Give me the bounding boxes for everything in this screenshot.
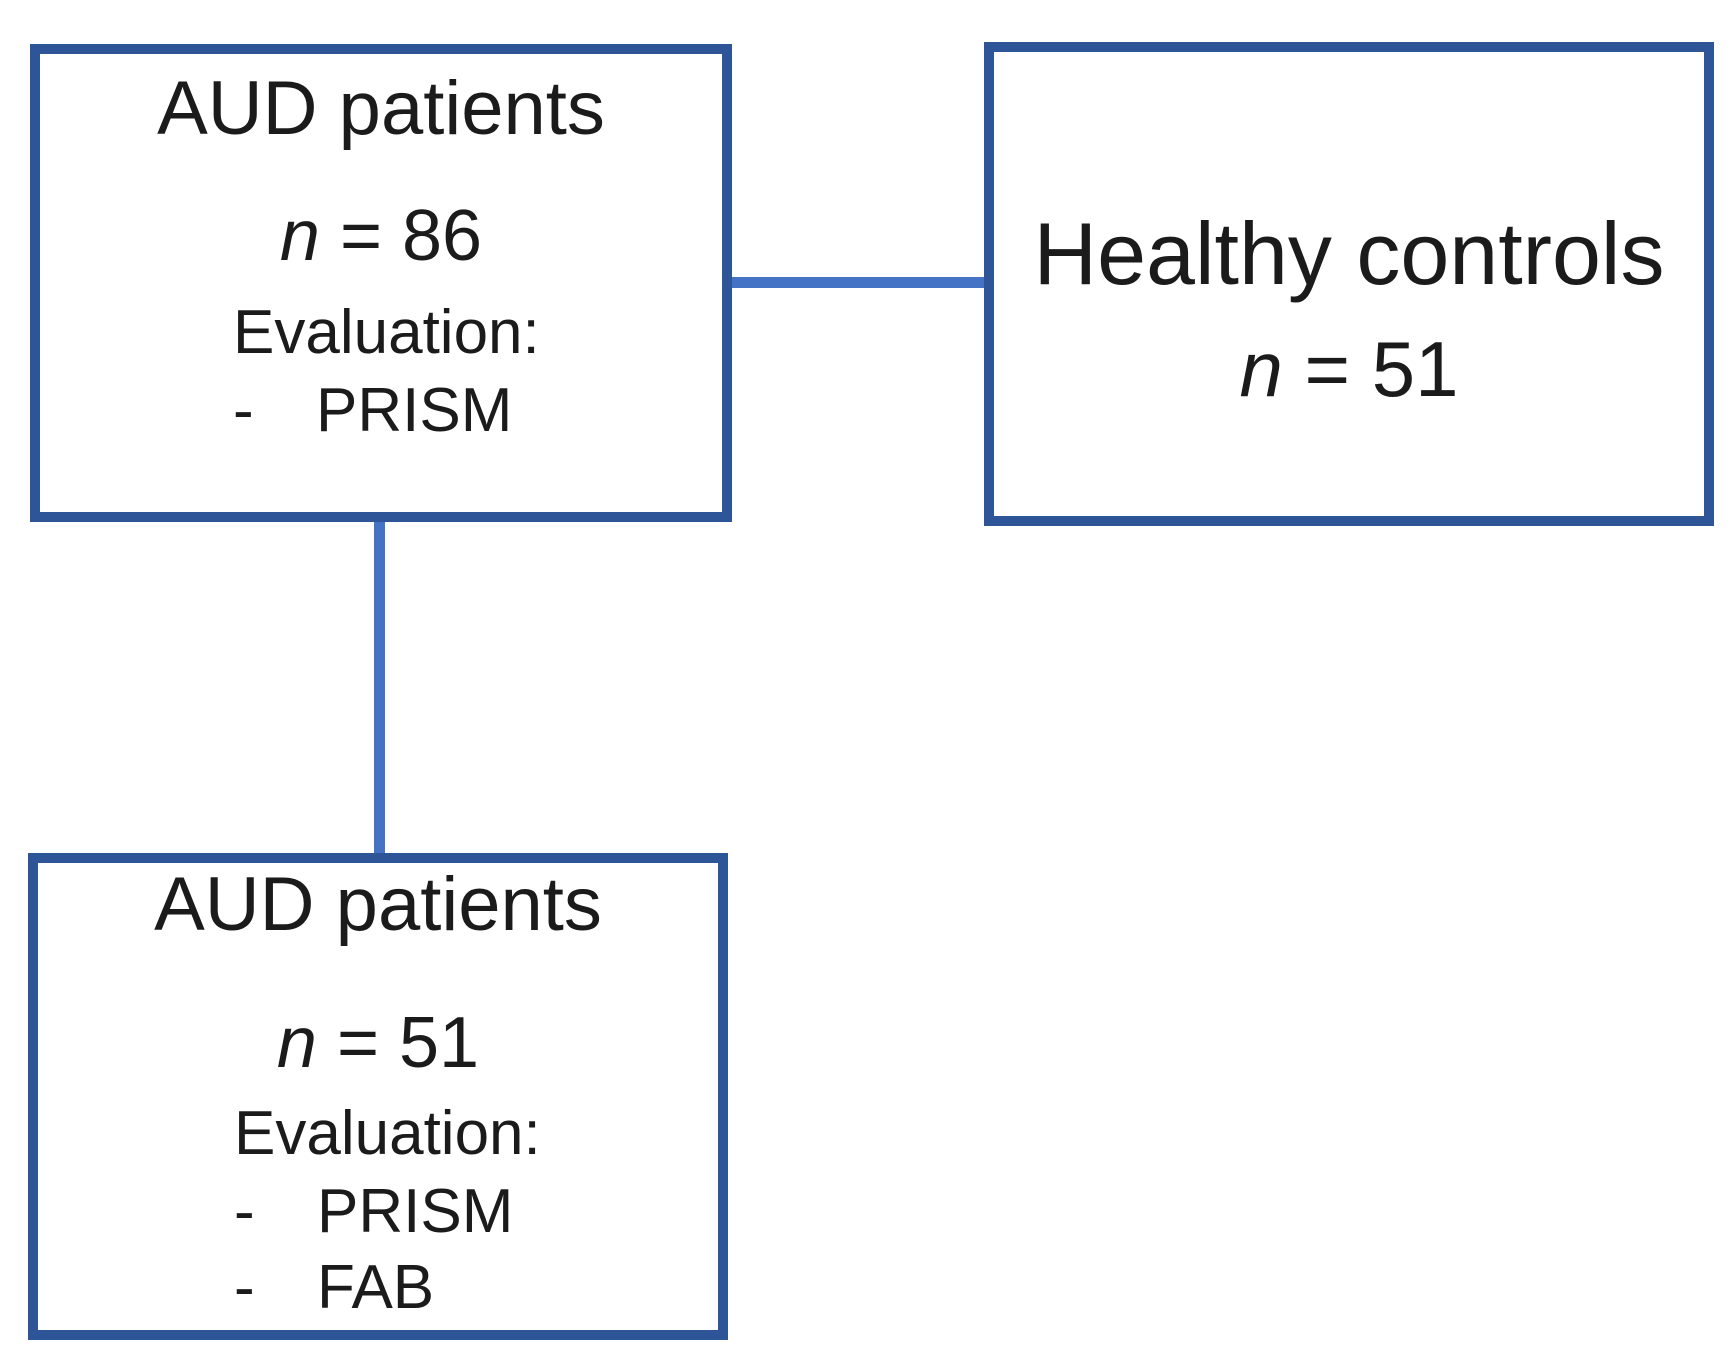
sample-size: n = 51	[38, 1007, 718, 1079]
evaluation-item: -PRISM	[233, 380, 722, 442]
box-aud-patients-baseline: AUD patients n = 86 Evaluation: -PRISM	[30, 44, 732, 522]
sample-size: n = 86	[40, 200, 722, 272]
evaluation-item: -FAB	[234, 1257, 718, 1319]
n-value: = 51	[316, 1003, 480, 1083]
connector-aud-to-controls	[732, 277, 984, 288]
box-aud-patients-followup: AUD patients n = 51 Evaluation: -PRISM -…	[28, 853, 728, 1340]
evaluation-label: Evaluation:	[233, 298, 540, 367]
n-variable: n	[279, 196, 320, 276]
n-value: = 86	[319, 196, 483, 276]
evaluation-label: Evaluation:	[234, 1099, 541, 1168]
evaluation-item-label: PRISM	[316, 376, 513, 445]
n-variable: n	[276, 1003, 317, 1083]
connector-aud-to-followup	[374, 522, 385, 855]
bullet-dash: -	[233, 376, 254, 445]
box-title: AUD patients	[157, 66, 605, 151]
box-title: Healthy controls	[1033, 204, 1665, 303]
box-healthy-controls: Healthy controls n = 51	[984, 42, 1714, 526]
n-variable: n	[1239, 325, 1283, 413]
evaluation-block: Evaluation: -PRISM	[233, 302, 722, 442]
sample-size: n = 51	[994, 330, 1704, 408]
n-value: = 51	[1282, 325, 1459, 413]
evaluation-item: -PRISM	[234, 1181, 718, 1243]
evaluation-block: Evaluation: -PRISM -FAB	[234, 1103, 718, 1319]
evaluation-item-label: PRISM	[317, 1177, 514, 1246]
evaluation-item-label: FAB	[317, 1253, 435, 1322]
bullet-dash: -	[234, 1177, 255, 1246]
box-title: AUD patients	[154, 862, 602, 947]
bullet-dash: -	[234, 1253, 255, 1322]
